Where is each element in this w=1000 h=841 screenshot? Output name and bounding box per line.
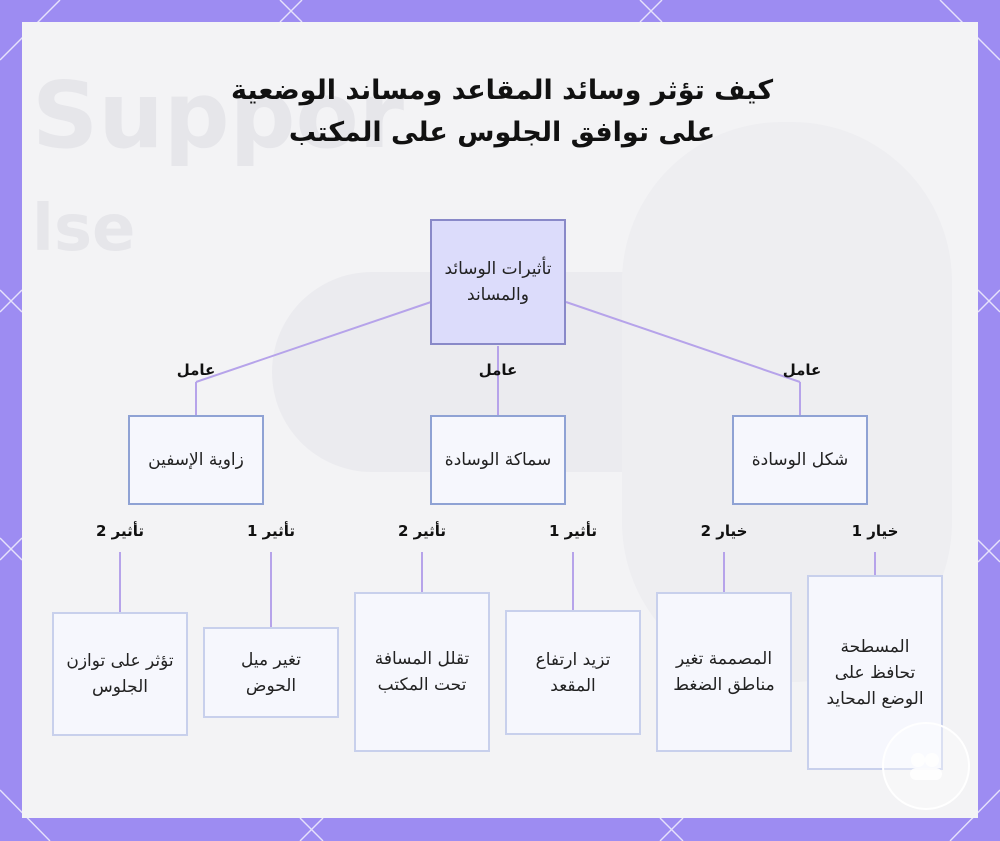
effect-node-label: تغير ميل الحوض <box>241 649 301 696</box>
factor-node-cushion-thickness: سماكة الوسادة <box>430 415 566 505</box>
factor-node-cushion-shape: شكل الوسادة <box>732 415 868 505</box>
edge-label-factor3-child1: خيار 2 <box>700 522 748 540</box>
edge-label-factor1-child1: تأثير 2 <box>95 522 145 540</box>
background-photo: Suppor lse <box>22 22 978 818</box>
background-text-2: lse <box>32 192 136 266</box>
edge-label-factor2-child2: تأثير 1 <box>548 522 598 540</box>
option-node-contoured: المصممة تغير مناطق الضغط <box>656 592 792 752</box>
effect-node-pelvic-tilt: تغير ميل الحوض <box>203 627 339 718</box>
edge-root-factor1 <box>195 301 432 383</box>
effect-node-label: تقلل المسافة تحت المكتب <box>374 649 470 695</box>
background-text-1: Suppor <box>32 62 405 169</box>
edge-root-factor3 <box>565 301 801 383</box>
edge-label-factor3-child2: خيار 1 <box>851 522 899 540</box>
factor-node-label: شكل الوسادة <box>751 450 849 470</box>
diagram-canvas: Suppor lse كيف تؤثر وسائد المقاعد ومساند… <box>22 22 978 818</box>
effect-node-seat-balance: تؤثر على توازن الجلوس <box>52 612 188 736</box>
edge-label-factor3: عامل <box>782 361 822 379</box>
root-node: تأثيرات الوسائد والمساند <box>430 219 566 345</box>
watermark-logo <box>882 722 970 810</box>
diagram-title: كيف تؤثر وسائد المقاعد ومساند الوضعية عل… <box>230 75 774 148</box>
edge-label-factor2-child1: تأثير 2 <box>397 522 447 540</box>
edge-label-factor1-child2: تأثير 1 <box>246 522 296 540</box>
effect-node-under-desk-space: تقلل المسافة تحت المكتب <box>354 592 490 752</box>
factor-node-wedge-angle: زاوية الإسفين <box>128 415 264 505</box>
effect-node-seat-height: تزيد ارتفاع المقعد <box>505 610 641 735</box>
root-node-label: تأثيرات الوسائد والمساند <box>444 259 552 305</box>
effect-node-label: تزيد ارتفاع المقعد <box>535 649 611 696</box>
option-node-label: المصممة تغير مناطق الضغط <box>673 649 775 695</box>
factor-node-label: زاوية الإسفين <box>148 450 244 470</box>
factor-node-label: سماكة الوسادة <box>444 450 552 470</box>
connector-lines <box>119 301 876 627</box>
edge-label-factor2: عامل <box>478 361 518 379</box>
edge-label-factor1: عامل <box>176 361 216 379</box>
effect-node-label: تؤثر على توازن الجلوس <box>66 651 174 697</box>
option-node-label: المسطحة تحافظ على الوضع المحايد <box>826 636 924 709</box>
